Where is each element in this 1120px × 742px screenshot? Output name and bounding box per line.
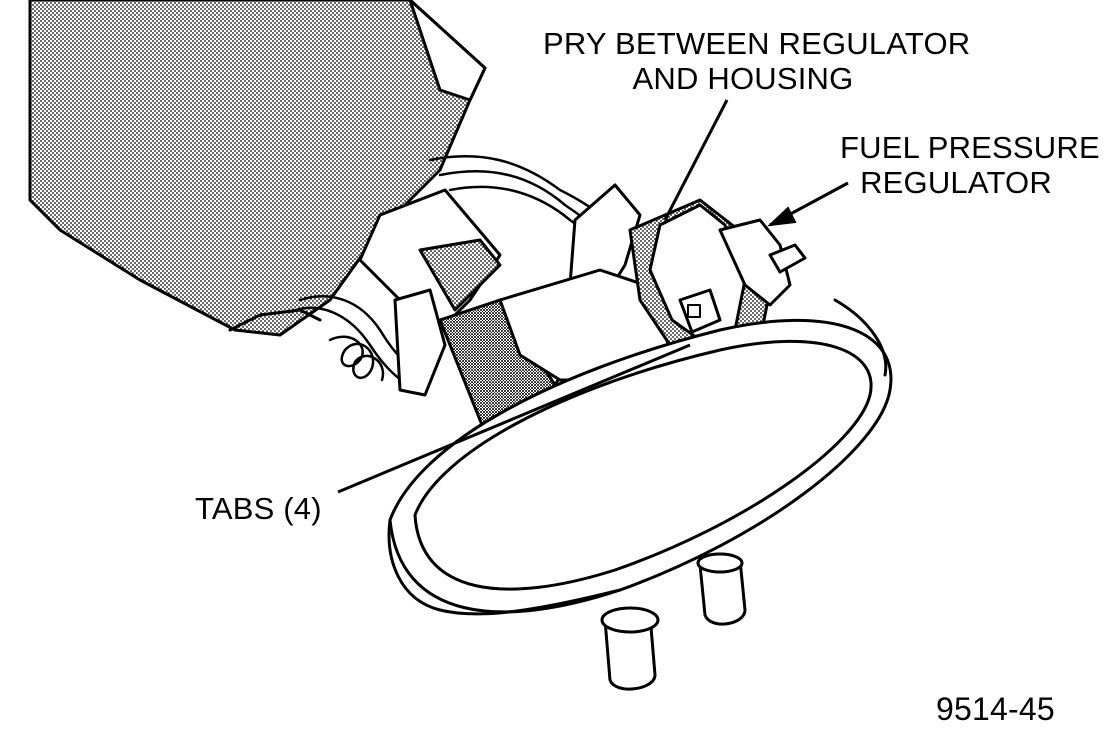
tabs-leader bbox=[337, 343, 691, 494]
outlet-tubes bbox=[600, 552, 747, 691]
fpr-arrowhead-icon bbox=[767, 206, 797, 227]
pry-between-line-2: AND HOUSING bbox=[632, 61, 854, 96]
pump-housing bbox=[28, 0, 487, 337]
callout-leaders bbox=[337, 99, 849, 494]
figure-number: 9514-45 bbox=[936, 691, 1055, 727]
coil-spring bbox=[328, 335, 385, 382]
pry-between-line-1: PRY BETWEEN REGULATOR bbox=[543, 26, 971, 61]
mounting-flange bbox=[387, 298, 893, 616]
pry-between-leader bbox=[663, 99, 729, 221]
tabs-callout: TABS (4) bbox=[195, 491, 322, 526]
fpr-line-2: REGULATOR bbox=[860, 165, 1052, 200]
fuel-pressure-regulator-callout: FUEL PRESSURE REGULATOR bbox=[840, 130, 1100, 200]
pry-between-callout: PRY BETWEEN REGULATOR AND HOUSING bbox=[543, 26, 971, 96]
fpr-line-1: FUEL PRESSURE bbox=[840, 130, 1100, 165]
